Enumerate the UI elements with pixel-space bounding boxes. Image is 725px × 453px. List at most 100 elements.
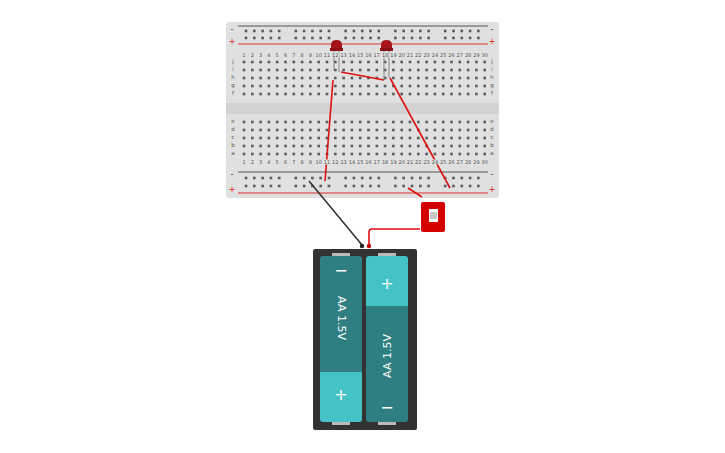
column-number: 2 <box>250 53 254 58</box>
column-number: 4 <box>267 53 271 58</box>
battery-rating: AA 1.5V <box>336 296 347 340</box>
column-number: 9 <box>308 53 312 58</box>
row-letter: g <box>231 83 236 89</box>
column-number: 12 <box>332 53 339 58</box>
column-number: 22 <box>415 53 422 58</box>
column-number: 25 <box>440 53 447 58</box>
column-number: 29 <box>473 53 480 58</box>
column-number: 12 <box>332 160 339 165</box>
battery-rating: AA 1.5V <box>382 334 393 378</box>
row-letter: f <box>232 91 235 97</box>
column-number: 19 <box>390 160 397 165</box>
column-number: 20 <box>398 53 405 58</box>
column-number: 6 <box>283 160 287 165</box>
column-number: 14 <box>348 160 355 165</box>
switch-knob <box>430 212 437 219</box>
rail-line <box>238 44 488 45</box>
column-number: 10 <box>315 160 322 165</box>
column-number: 16 <box>365 53 372 58</box>
column-number: 1 <box>242 160 246 165</box>
rail-marking: - <box>490 171 494 179</box>
red-wire <box>390 78 450 188</box>
column-number: 23 <box>423 53 430 58</box>
column-number: 30 <box>481 53 488 58</box>
led <box>380 40 393 80</box>
row-letter: h <box>231 75 236 81</box>
column-number: 1 <box>242 53 246 58</box>
column-number: 2 <box>250 160 254 165</box>
column-number: 20 <box>398 160 405 165</box>
rail-line <box>238 172 488 173</box>
column-number: 15 <box>357 53 364 58</box>
column-number: 11 <box>323 160 330 165</box>
column-number: 22 <box>415 160 422 165</box>
column-number: 21 <box>406 160 413 165</box>
row-letter: d <box>490 127 495 133</box>
battery-cell: + AA 1.5V − <box>366 256 408 422</box>
red-wire <box>408 188 422 197</box>
column-number: 9 <box>308 160 312 165</box>
column-number: 11 <box>323 53 330 58</box>
row-letter: i <box>232 67 235 73</box>
row-letter: c <box>490 135 494 141</box>
column-number: 21 <box>406 53 413 58</box>
rail-marking: + <box>228 38 236 46</box>
column-number: 24 <box>431 160 438 165</box>
column-number: 15 <box>357 160 364 165</box>
column-number: 13 <box>340 53 347 58</box>
row-letter: d <box>231 127 236 133</box>
battery-holder <box>313 249 417 430</box>
polarity-mark: − <box>380 400 393 416</box>
center-channel <box>226 103 499 114</box>
slide-switch <box>421 202 445 232</box>
column-number: 3 <box>259 160 263 165</box>
row-letter: j <box>232 59 235 65</box>
column-number: 19 <box>390 53 397 58</box>
row-letter: h <box>490 75 495 81</box>
red-wire <box>341 72 384 80</box>
column-number: 24 <box>431 53 438 58</box>
row-letter: g <box>490 83 495 89</box>
column-number: 3 <box>259 53 263 58</box>
row-letter: b <box>231 143 236 149</box>
battery-terminal <box>367 244 371 248</box>
polarity-mark: + <box>334 387 347 403</box>
column-number: 8 <box>300 53 304 58</box>
row-letter: a <box>490 151 494 157</box>
column-number: 5 <box>275 160 279 165</box>
column-number: 14 <box>348 53 355 58</box>
column-number: 7 <box>292 53 296 58</box>
row-letter: b <box>490 143 495 149</box>
row-letter: e <box>231 119 235 125</box>
switch-wire <box>369 229 420 245</box>
column-number: 27 <box>456 160 463 165</box>
black-wire <box>309 181 362 245</box>
column-number: 10 <box>315 53 322 58</box>
column-number: 7 <box>292 160 296 165</box>
rail-marking: - <box>230 171 234 179</box>
column-number: 26 <box>448 160 455 165</box>
rail-marking: + <box>488 38 496 46</box>
polarity-mark: − <box>334 263 347 279</box>
switch-slot <box>429 209 438 222</box>
column-number: 26 <box>448 53 455 58</box>
column-number: 17 <box>373 53 380 58</box>
column-number: 28 <box>464 53 471 58</box>
column-number: 17 <box>373 160 380 165</box>
column-number: 8 <box>300 160 304 165</box>
rail-line <box>238 26 488 27</box>
column-number: 27 <box>456 53 463 58</box>
column-number: 30 <box>481 160 488 165</box>
polarity-mark: + <box>380 276 393 292</box>
rail-marking: - <box>230 26 234 34</box>
row-letter: a <box>231 151 235 157</box>
rail-marking: + <box>228 186 236 194</box>
breadboard-holes <box>243 30 486 188</box>
column-number: 28 <box>464 160 471 165</box>
red-wire <box>325 80 333 181</box>
battery-terminal <box>360 244 364 248</box>
row-letter: f <box>491 91 494 97</box>
rail-marking: - <box>490 26 494 34</box>
battery-cell: − AA 1.5V + <box>320 256 362 422</box>
